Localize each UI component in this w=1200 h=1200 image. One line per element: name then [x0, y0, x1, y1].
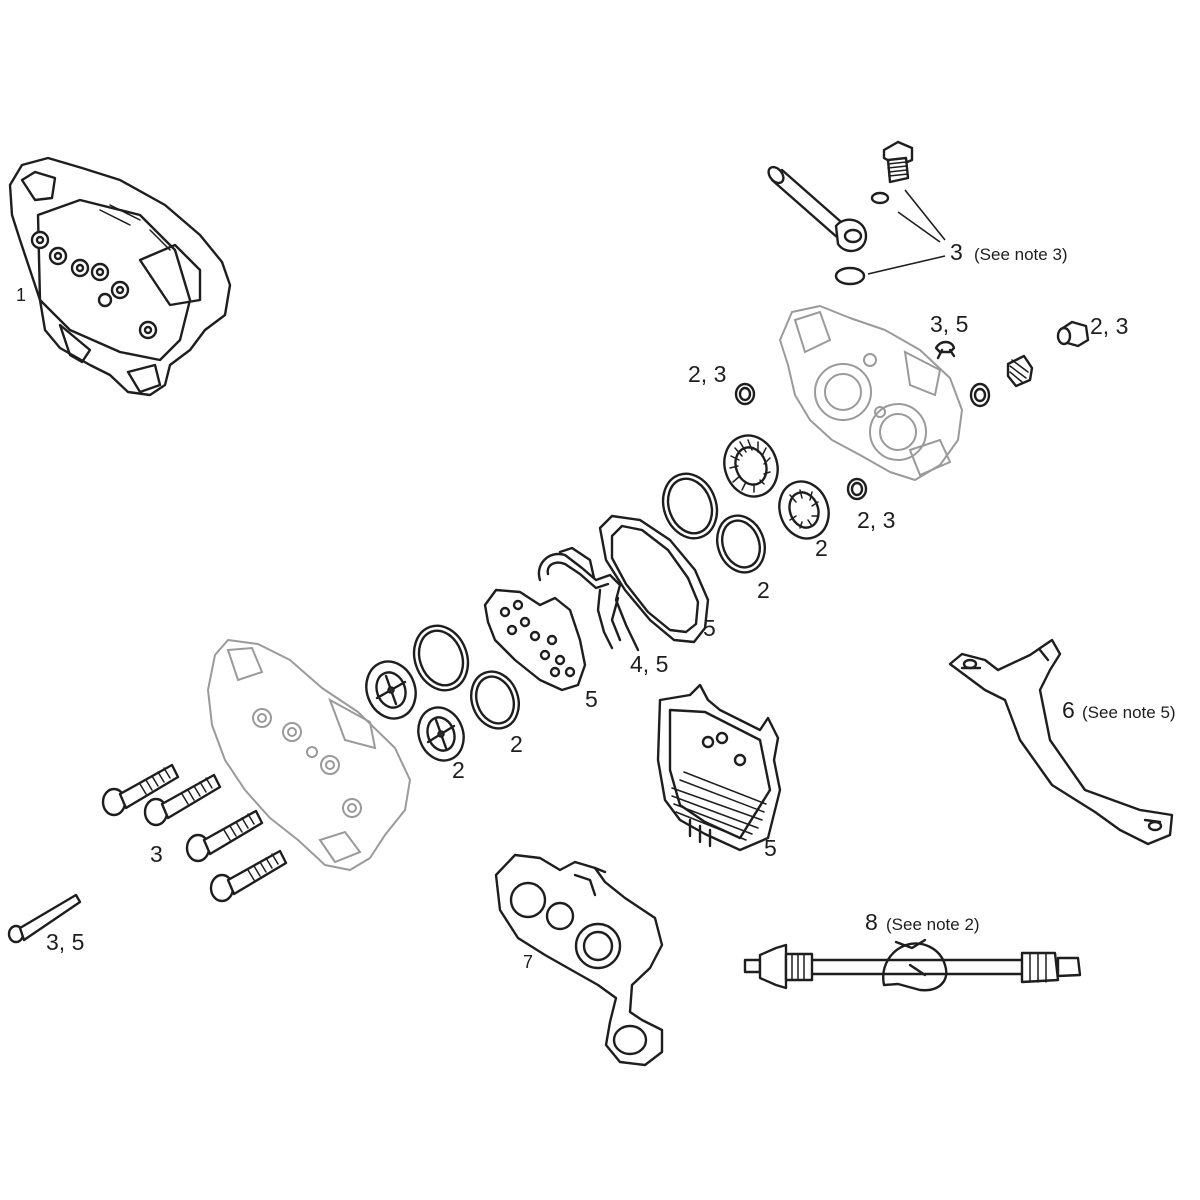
brake-pad-front	[656, 683, 782, 852]
caliper-bolt	[143, 773, 222, 827]
piston-seal	[716, 514, 766, 574]
o-ring	[850, 481, 864, 497]
callout-2-seal-left: 2	[510, 731, 523, 757]
pad-retaining-clip	[934, 340, 956, 360]
crush-washer	[870, 191, 890, 205]
brake-pad-rear	[598, 514, 710, 644]
callout-5-pad: 5	[703, 615, 716, 641]
o-ring	[734, 382, 756, 406]
o-ring	[846, 477, 868, 501]
callout-5-shim: 5	[585, 686, 598, 712]
piston-seal	[412, 624, 470, 692]
banjo-bolt	[882, 140, 914, 184]
crush-washer	[834, 266, 866, 286]
callout-2-3-banjo: 2, 3	[1090, 313, 1128, 339]
bleed-tool	[743, 938, 1082, 992]
callout-4-5-spring: 4, 5	[630, 651, 668, 677]
callout-2-seal-right: 2	[757, 577, 770, 603]
callout-2-piston-right: 2	[815, 535, 828, 561]
callout-2-piston-left: 2	[452, 757, 465, 783]
caliper-bolt	[101, 763, 180, 817]
callout-5-pad-front: 5	[764, 835, 777, 861]
caliper-half-inner	[779, 305, 963, 481]
callout-labels: 1 3 (See note 3) 3, 5 2, 3 2, 3 2, 3 2 2…	[16, 239, 1176, 972]
pad-retaining-pin	[7, 893, 82, 944]
o-ring	[969, 382, 991, 408]
piston-large	[723, 434, 779, 498]
pad-spring	[537, 546, 640, 652]
piston-seal	[661, 472, 719, 540]
callout-7: 7	[523, 952, 533, 972]
assembled-caliper	[8, 156, 232, 397]
callout-3-5-top: 3, 5	[930, 311, 968, 337]
callout-2-3-mid: 2, 3	[857, 507, 895, 533]
bleed-screw	[1006, 354, 1034, 388]
callout-8-note: (See note 2)	[886, 915, 980, 934]
callout-3-note: (See note 3)	[974, 245, 1068, 264]
callout-8: 8	[865, 909, 878, 935]
callout-3-top: 3	[950, 239, 963, 265]
callout-3-5-pin: 3, 5	[46, 929, 84, 955]
pad-shim	[483, 588, 587, 692]
callout-2-3-left: 2, 3	[688, 361, 726, 387]
bleed-port-screw	[1056, 320, 1090, 348]
bleed-block	[494, 853, 664, 1067]
caliper-bolt	[209, 849, 288, 903]
mount-adapter	[948, 638, 1174, 846]
piston-small	[778, 480, 830, 540]
piston-small	[417, 706, 465, 762]
caliper-bolt	[185, 809, 264, 863]
piston-large	[365, 660, 417, 720]
callout-3-bolts: 3	[150, 841, 163, 867]
banjo-hose-fitting	[767, 165, 868, 253]
o-ring	[973, 387, 987, 403]
piston-seal	[470, 670, 520, 730]
o-ring	[738, 386, 752, 402]
callout-leader-3	[867, 189, 946, 275]
callout-1: 1	[16, 285, 26, 305]
callout-6: 6	[1062, 697, 1075, 723]
caliper-half-outer	[207, 639, 411, 871]
callout-6-note: (See note 5)	[1082, 703, 1176, 722]
